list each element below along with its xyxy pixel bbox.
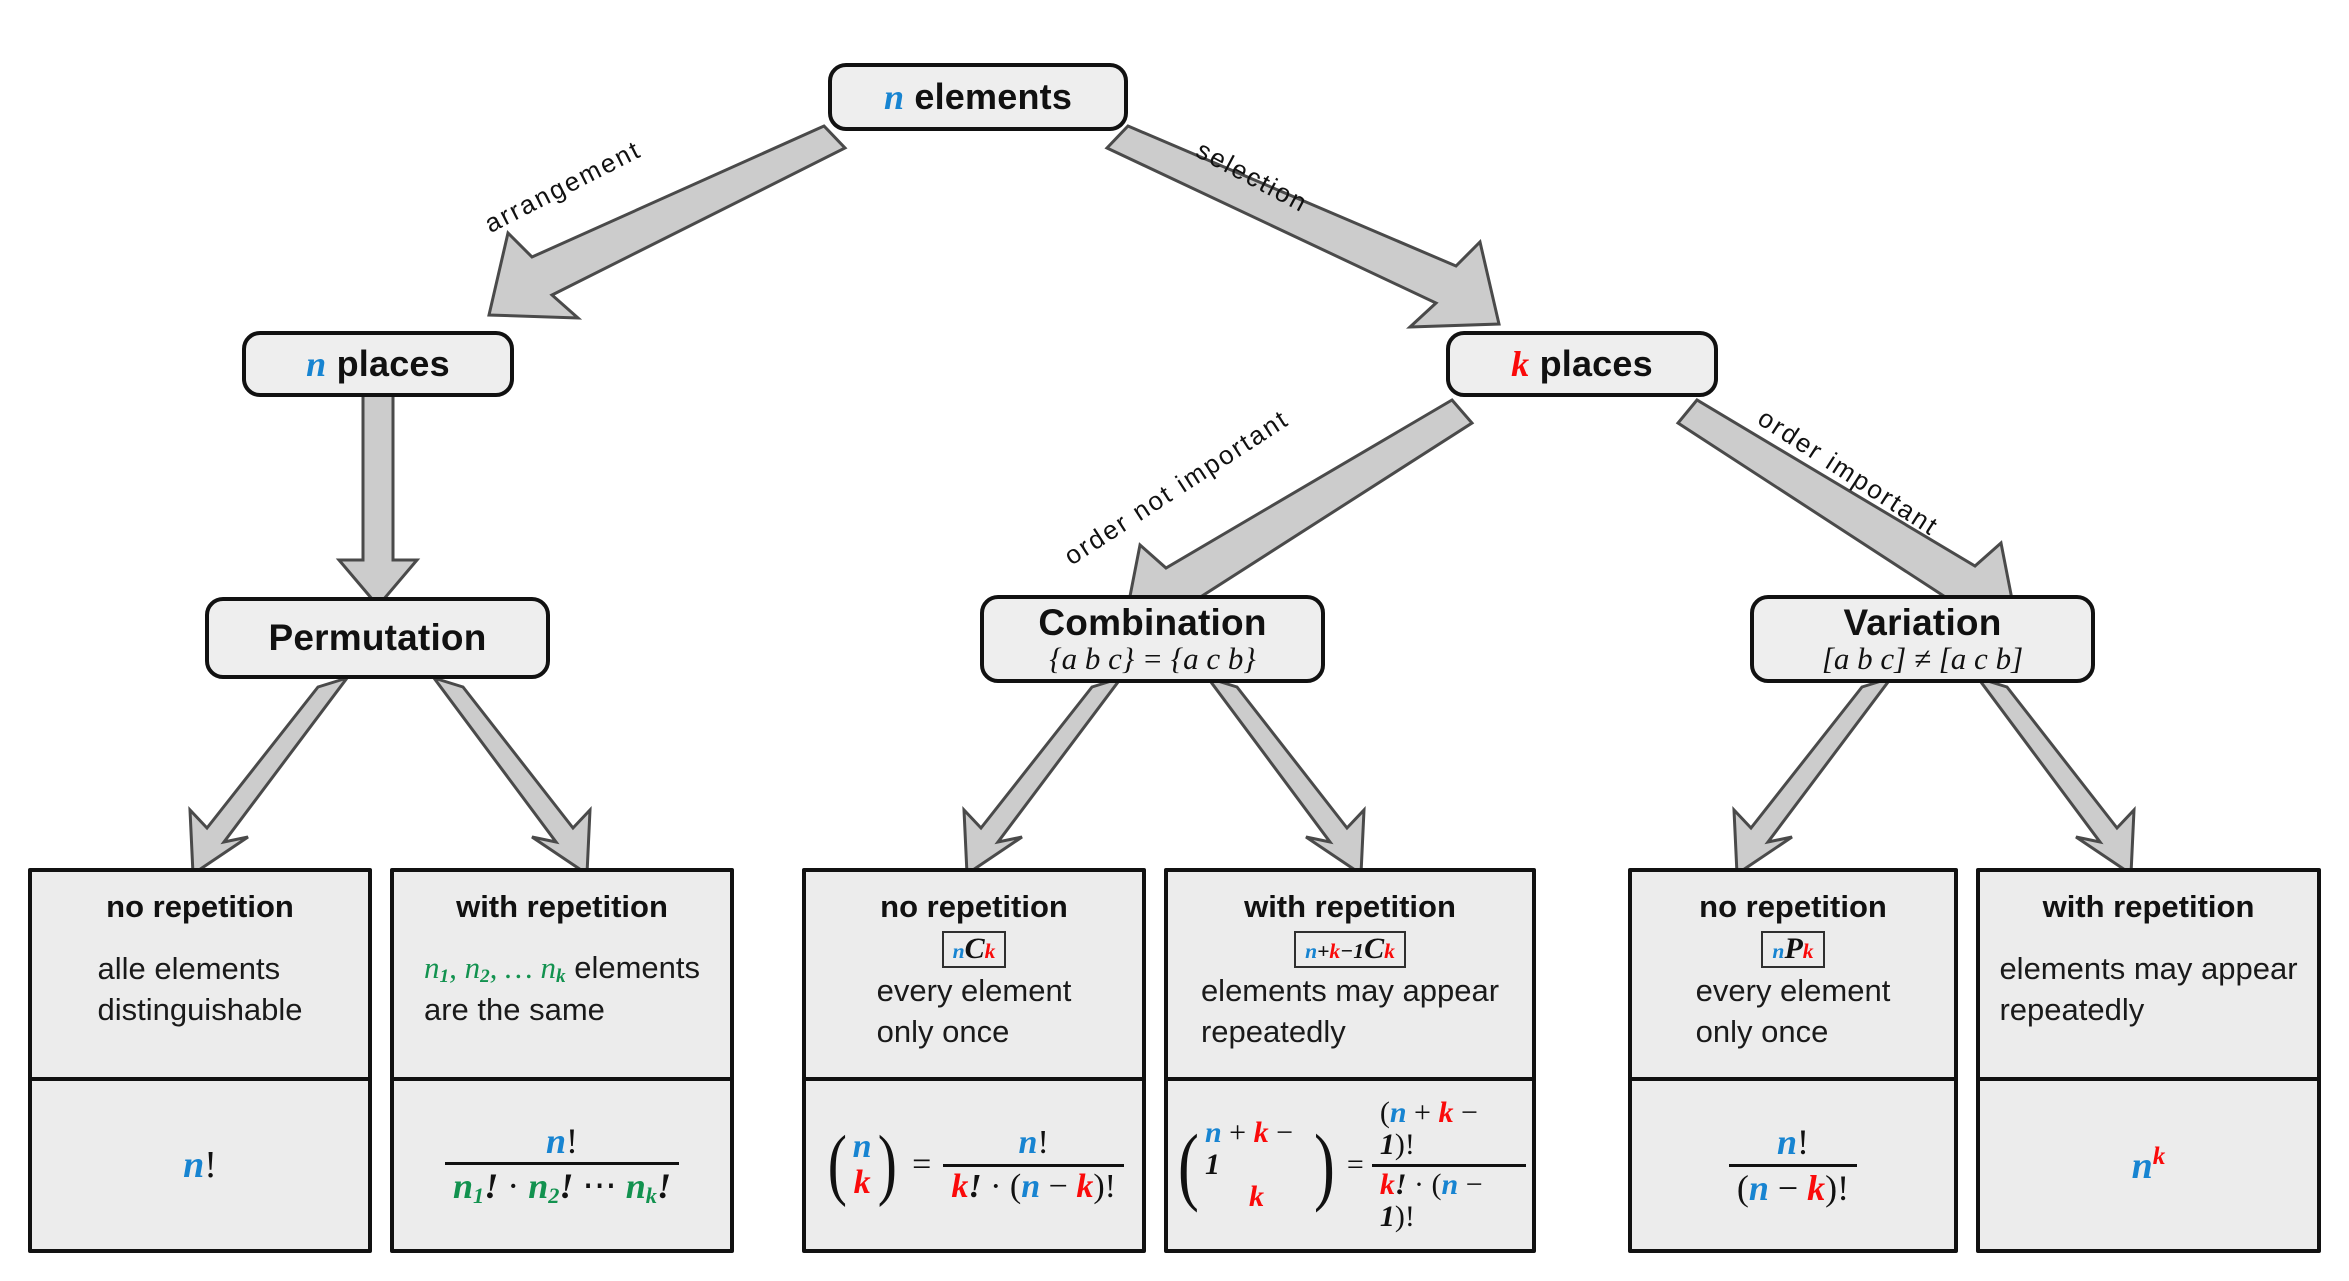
leaf-box-perm-with-rep[interactable]: with repetition n1, n2, … nk elements ar… xyxy=(390,868,734,1253)
node-combination-subtitle: {a b c} = {a c b} xyxy=(1049,641,1256,677)
formula-k-permutation: n! (n − k)! xyxy=(1728,1122,1858,1208)
node-k-places[interactable]: k places xyxy=(1446,331,1718,397)
node-n-elements[interactable]: n elements xyxy=(828,63,1128,131)
leaf-description-cell: with repetition n+k−1Ck elements may app… xyxy=(1168,872,1532,1081)
leaf-formula-cell: n! xyxy=(32,1081,368,1249)
arrow-variation-to-leaf5 xyxy=(1732,675,1895,877)
node-n-places-label: places xyxy=(336,343,450,384)
leaf-description-cell: with repetition n1, n2, … nk elements ar… xyxy=(394,872,730,1081)
leaf-box-var-with-rep[interactable]: with repetition elements may appear repe… xyxy=(1976,868,2321,1253)
leaf-formula-cell: nk xyxy=(1980,1081,2317,1249)
leaf-description-cell: no repetition nPk every element only onc… xyxy=(1632,872,1954,1081)
arrow-combination-to-leaf4 xyxy=(1204,675,1366,877)
symbol-k: k xyxy=(1511,344,1530,384)
leaf-desc-vars: n1, n2, … nk xyxy=(423,950,566,988)
leaf-desc-line-1: every element xyxy=(1695,972,1891,1008)
leaf-description: elements may appear repeatedly xyxy=(1201,971,1499,1067)
arrow-k-places-to-combination xyxy=(1122,398,1475,630)
leaf-formula-cell: n! (n − k)! xyxy=(1632,1081,1954,1249)
leaf-description-cell: no repetition nCk every element only onc… xyxy=(806,872,1142,1081)
leaf-description: elements may appear repeatedly xyxy=(1999,949,2297,1045)
leaf-desc-line-1: elements may appear xyxy=(1999,950,2298,986)
leaf-desc-line-2: repeatedly xyxy=(1200,1013,1346,1049)
leaf-description: every element only once xyxy=(1696,971,1891,1067)
node-variation-subtitle: [a b c] ≠ [a c b] xyxy=(1821,641,2024,677)
leaf-desc-line-2: only once xyxy=(1695,1013,1829,1049)
formula-n-factorial: n! xyxy=(183,1144,217,1186)
arrow-root-to-k-places xyxy=(1104,124,1501,329)
leaf-desc-line-1: alle elements xyxy=(97,950,281,986)
leaf-desc-line-2: repeatedly xyxy=(1999,991,2145,1027)
node-n-elements-label: elements xyxy=(914,76,1073,117)
leaf-box-perm-no-rep[interactable]: no repetition alle elements distinguisha… xyxy=(28,868,372,1253)
arrow-root-to-n-places xyxy=(487,124,848,320)
node-variation[interactable]: Variation [a b c] ≠ [a c b] xyxy=(1750,595,2095,683)
leaf-desc-line-1b: elements xyxy=(574,950,701,986)
formula-multiset-permutation: n! n1! · n2! ⋅⋅⋅ nk! xyxy=(445,1121,679,1209)
leaf-desc-line-1: elements may appear xyxy=(1200,972,1500,1008)
arrow-n-places-to-permutation xyxy=(335,393,421,609)
leaf-header: no repetition xyxy=(106,889,294,924)
node-permutation-title: Permutation xyxy=(268,617,487,658)
symbol-n: n xyxy=(883,77,905,117)
formula-multiset-combination: ( n + k − 1 k ) = (n + k − 1)! k! · (n −… xyxy=(1174,1096,1526,1234)
leaf-desc-line-2: distinguishable xyxy=(97,991,303,1027)
arrow-permutation-to-leaf2 xyxy=(430,675,592,877)
notation-badge-nPk: nPk xyxy=(1761,931,1825,969)
leaf-header: with repetition xyxy=(2042,889,2255,924)
arrow-combination-to-leaf3 xyxy=(962,675,1125,877)
leaf-description: every element only once xyxy=(877,971,1072,1067)
leaf-formula-cell: ( n + k − 1 k ) = (n + k − 1)! k! · (n −… xyxy=(1168,1081,1532,1249)
leaf-description: alle elements distinguishable xyxy=(97,949,302,1045)
leaf-box-var-no-rep[interactable]: no repetition nPk every element only onc… xyxy=(1628,868,1958,1253)
leaf-desc-line-2: are the same xyxy=(423,991,605,1027)
leaf-description-cell: no repetition alle elements distinguisha… xyxy=(32,872,368,1081)
leaf-header: with repetition xyxy=(1244,889,1456,924)
leaf-header: no repetition xyxy=(1699,889,1887,924)
node-k-places-label: places xyxy=(1539,343,1653,384)
leaf-description: n1, n2, … nk elements are the same xyxy=(424,948,700,1044)
node-n-places[interactable]: n places xyxy=(242,331,514,397)
leaf-header: no repetition xyxy=(880,889,1068,924)
node-combination[interactable]: Combination {a b c} = {a c b} xyxy=(980,595,1325,683)
arrow-permutation-to-leaf1 xyxy=(188,675,351,877)
leaf-description-cell: with repetition elements may appear repe… xyxy=(1980,872,2317,1081)
leaf-formula-cell: n! n1! · n2! ⋅⋅⋅ nk! xyxy=(394,1081,730,1249)
arrow-k-places-to-variation xyxy=(1675,398,2019,628)
notation-badge-n-plus-k-minus-1-C-k: n+k−1Ck xyxy=(1294,931,1406,969)
leaf-desc-line-1: every element xyxy=(876,972,1072,1008)
leaf-header: with repetition xyxy=(456,889,668,924)
leaf-box-comb-no-rep[interactable]: no repetition nCk every element only onc… xyxy=(802,868,1146,1253)
leaf-desc-line-2: only once xyxy=(876,1013,1010,1049)
arrow-variation-to-leaf6 xyxy=(1974,675,2136,877)
formula-n-power-k: nk xyxy=(2131,1142,2166,1187)
node-permutation[interactable]: Permutation xyxy=(205,597,550,679)
leaf-box-comb-with-rep[interactable]: with repetition n+k−1Ck elements may app… xyxy=(1164,868,1536,1253)
notation-badge-nCk: nCk xyxy=(941,931,1007,969)
node-variation-title: Variation xyxy=(1843,601,2002,643)
node-combination-title: Combination xyxy=(1038,601,1267,643)
symbol-n: n xyxy=(306,344,327,384)
